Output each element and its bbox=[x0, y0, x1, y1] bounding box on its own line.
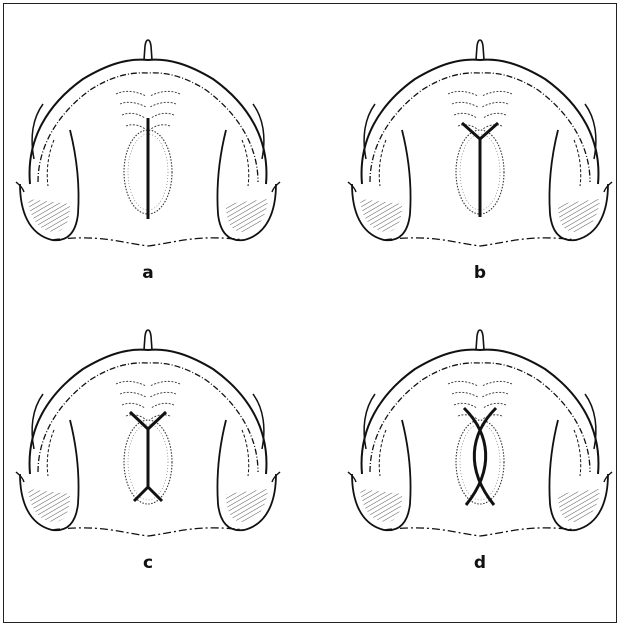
panel-label-d: d bbox=[460, 553, 500, 573]
incision-y-anterior bbox=[462, 123, 498, 217]
panel-label-a: a bbox=[128, 263, 168, 283]
panel-label-b: b bbox=[460, 263, 500, 283]
panel-label-c: c bbox=[128, 553, 168, 573]
figure-frame: a b c bbox=[3, 3, 617, 623]
incision-double-y bbox=[130, 412, 166, 501]
incision-crossed-curves bbox=[464, 408, 496, 505]
